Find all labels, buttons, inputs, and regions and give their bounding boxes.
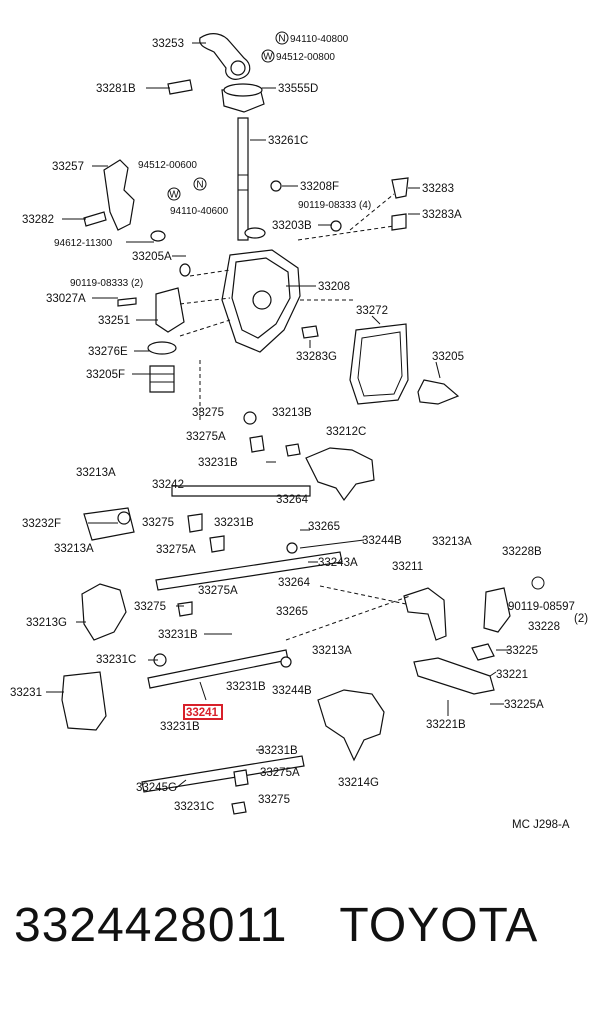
part-label: 33283 (422, 183, 454, 195)
part-drawings (61, 33, 511, 815)
part-label: 33228B (502, 546, 542, 558)
part-label: 33276E (88, 346, 128, 358)
part-label: 33264 (276, 494, 309, 506)
part-label: 33275 (142, 517, 174, 529)
part-label: 33232F (22, 518, 61, 530)
part-label: (2) (574, 613, 588, 625)
caption-brand: TOYOTA (339, 899, 539, 952)
symbol-n-icon: N (193, 177, 207, 191)
part-label: 33282 (22, 214, 54, 226)
part-label: 90119-08597 (508, 601, 575, 613)
part-label: 33275 (258, 794, 290, 806)
highlighted-part-label: 33241 (186, 707, 219, 719)
symbol-n-icon: N (275, 31, 289, 45)
part-label: 33275A (156, 544, 196, 556)
diagram-code: MC J298-A (512, 819, 570, 831)
part-label: 94110-40800 (290, 34, 349, 45)
part-label: 33027A (46, 293, 86, 305)
caption-part-number: 3324428011 (14, 899, 288, 952)
part-label: 33213A (312, 645, 352, 657)
part-labels: 33253 94110-40800 94512-00800 33281B 335… (10, 34, 588, 831)
part-label: 33203B (272, 220, 312, 232)
part-label: 33283G (296, 351, 337, 363)
highlighted-part: 33241 (183, 704, 223, 720)
symbol-b-icon (531, 576, 545, 590)
part-label: 33205F (86, 369, 125, 381)
part-label: 94612-11300 (54, 238, 113, 249)
part-label: 90119-08333 (4) (298, 200, 371, 211)
part-label: 94512-00600 (138, 160, 197, 171)
part-label: 33231B (158, 629, 198, 641)
part-label: 94110-40600 (170, 206, 229, 217)
part-label: 33265 (276, 606, 308, 618)
part-label: 33275 (134, 601, 166, 613)
part-label: 33221 (496, 669, 528, 681)
part-label: 33211 (392, 561, 423, 573)
part-label: 33231C (174, 801, 214, 813)
part-label: 33208 (318, 281, 350, 293)
part-label: 33213A (54, 543, 94, 555)
part-label: 33221B (426, 719, 466, 731)
part-label: 33275 (192, 407, 224, 419)
part-label: 33213A (76, 467, 116, 479)
part-label: 33231 (10, 687, 42, 699)
part-label: 94512-00800 (276, 52, 335, 63)
part-label: 33257 (52, 161, 84, 173)
part-label: 33228 (528, 621, 560, 633)
part-label: 33213A (432, 536, 472, 548)
part-label: 33272 (356, 305, 388, 317)
part-label: 33244B (362, 535, 402, 547)
part-label: 33208F (300, 181, 339, 193)
svg-text:W: W (169, 190, 179, 201)
symbol-w-icon: W (261, 49, 275, 63)
circled-symbols: N W W N (167, 31, 545, 590)
part-label: 33281B (96, 83, 136, 95)
part-label: 33214G (338, 777, 379, 789)
leader-lines (46, 42, 510, 789)
part-label: 33244B (272, 685, 312, 697)
part-label: 33231B (160, 721, 200, 733)
part-label: 33283A (422, 209, 462, 221)
part-label: 33231B (226, 681, 266, 693)
part-label: 33231B (214, 517, 254, 529)
part-label: 33261C (268, 135, 308, 147)
part-label: 33231C (96, 654, 136, 666)
part-label: 33555D (278, 83, 318, 95)
part-label: 33251 (98, 315, 130, 327)
part-label: 33275A (260, 767, 300, 779)
part-label: 33225 (506, 645, 538, 657)
symbol-w-icon: W (167, 187, 181, 201)
part-label: 90119-08333 (2) (70, 278, 143, 289)
product-caption: 3324428011 TOYOTA (14, 898, 538, 953)
part-label: 33231B (198, 457, 238, 469)
svg-text:N: N (196, 180, 203, 191)
part-label: 33231B (258, 745, 298, 757)
part-label: 33275A (186, 431, 226, 443)
part-label: 33253 (152, 38, 184, 50)
svg-text:N: N (278, 34, 285, 45)
part-label: 33225A (504, 699, 544, 711)
part-label: 33213G (26, 617, 67, 629)
part-label: 33205 (432, 351, 464, 363)
part-label: 33264 (278, 577, 311, 589)
part-label: 33242 (152, 479, 184, 491)
part-label: 33245G (136, 782, 177, 794)
part-label: 33205A (132, 251, 172, 263)
part-label: 33243A (318, 557, 358, 569)
part-label: 33275A (198, 585, 238, 597)
part-label: 33265 (308, 521, 340, 533)
part-label: 33212C (326, 426, 366, 438)
svg-text:W: W (263, 52, 273, 63)
part-label: 33213B (272, 407, 312, 419)
